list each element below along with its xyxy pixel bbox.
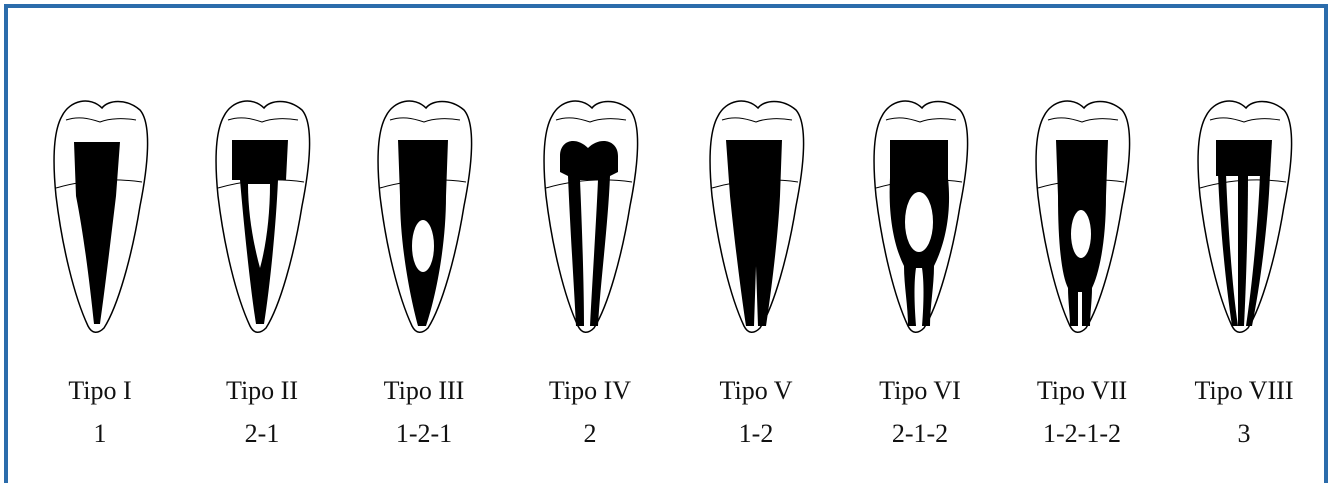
tooth-type-8: Tipo VIII 3 <box>1188 96 1300 456</box>
tooth-type-3: Tipo III 1-2-1 <box>368 96 480 456</box>
tooth-type-5: Tipo V 1-2 <box>700 96 812 456</box>
tooth-type-7-illustration <box>1026 96 1138 336</box>
type-code: 1 <box>24 419 176 449</box>
type-name: Tipo III <box>348 376 500 406</box>
tooth-type-3-illustration <box>368 96 480 336</box>
type-code: 2-1 <box>186 419 338 449</box>
type-name: Tipo IV <box>514 376 666 406</box>
type-name: Tipo II <box>186 376 338 406</box>
type-code: 1-2-1-2 <box>1006 419 1158 449</box>
type-code: 2 <box>514 419 666 449</box>
type-code: 2-1-2 <box>844 419 996 449</box>
type-code: 1-2-1 <box>348 419 500 449</box>
type-code: 3 <box>1168 419 1320 449</box>
type-name: Tipo VIII <box>1168 376 1320 406</box>
type-code: 1-2 <box>680 419 832 449</box>
tooth-type-1-illustration <box>44 96 156 336</box>
type-name: Tipo V <box>680 376 832 406</box>
tooth-type-4-illustration <box>534 96 646 336</box>
type-name: Tipo VII <box>1006 376 1158 406</box>
diagram-frame: Tipo I 1 Tipo II 2-1 Tipo III 1-2-1 <box>4 4 1328 483</box>
tooth-type-8-illustration <box>1188 96 1300 336</box>
tooth-type-2: Tipo II 2-1 <box>206 96 318 456</box>
tooth-type-6: Tipo VI 2-1-2 <box>864 96 976 456</box>
tooth-type-5-illustration <box>700 96 812 336</box>
tooth-type-6-illustration <box>864 96 976 336</box>
tooth-type-2-illustration <box>206 96 318 336</box>
type-name: Tipo VI <box>844 376 996 406</box>
tooth-type-4: Tipo IV 2 <box>534 96 646 456</box>
type-name: Tipo I <box>24 376 176 406</box>
tooth-type-7: Tipo VII 1-2-1-2 <box>1026 96 1138 456</box>
tooth-type-1: Tipo I 1 <box>44 96 156 456</box>
